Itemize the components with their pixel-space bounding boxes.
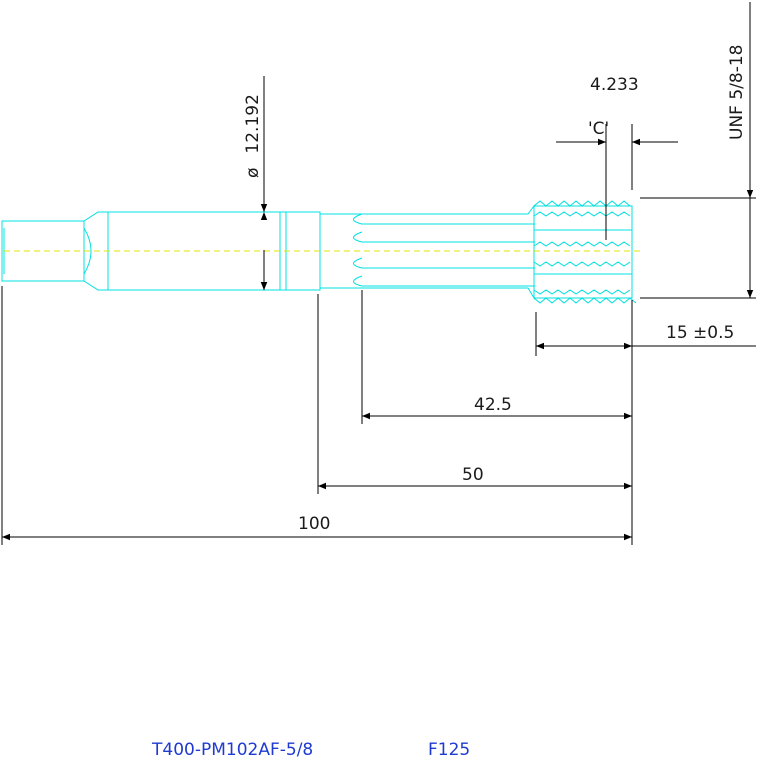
thread-spec-label: UNF 5/8-18: [727, 45, 747, 140]
tap-outline: [1, 200, 637, 304]
thread-length-label: 15 ±0.5: [666, 323, 734, 343]
length-100-label: 100: [298, 514, 330, 534]
code-caption: F125: [428, 740, 470, 760]
dimension-lines: [1, 2, 756, 545]
pitch-label: 4.233: [590, 75, 639, 95]
part-number-caption: T400-PM102AF-5/8: [151, 740, 313, 760]
c-mark-label: 'C': [588, 119, 609, 139]
thread-teeth-top: [533, 200, 631, 207]
length-42-5-label: 42.5: [474, 395, 512, 415]
thread-teeth-bottom: [533, 297, 637, 304]
length-50-label: 50: [462, 465, 484, 485]
diameter-label: ø12.192: [243, 94, 263, 178]
